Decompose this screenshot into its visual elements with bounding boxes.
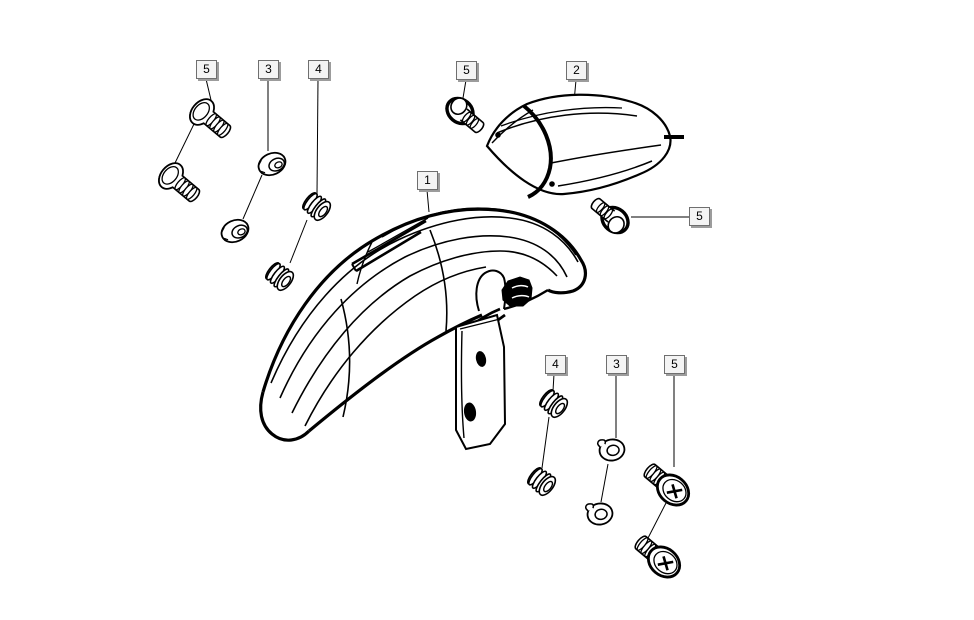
callout-3-topleft[interactable]: 3 [258,60,279,79]
flange-nut-top-2 [216,214,254,248]
grommet-top-2 [262,259,298,294]
bracket-hole-lower [463,402,477,422]
fender-pivot-bolt [501,276,533,307]
washer-screw-right [584,191,635,240]
callout-4-topleft[interactable]: 4 [308,60,329,79]
leader-lines [174,78,689,541]
grommet-bottom-1 [536,386,572,421]
callout-5-bottom[interactable]: 5 [664,355,685,374]
phillips-screw-bottom-2 [628,528,688,585]
callout-5-right[interactable]: 5 [689,207,710,226]
callout-3-bottom[interactable]: 3 [606,355,627,374]
front-fender-drawing [259,207,588,451]
phillips-screw-bottom-1 [637,456,697,513]
fender-bracket [455,313,507,451]
fender-front-tab [351,217,429,273]
mudflap-drawing [485,93,684,199]
pan-screw-top-1 [184,93,238,146]
fender-mount-boss [475,269,507,312]
grommet-top-1 [299,189,335,224]
clip-nut-bottom-2 [584,499,616,528]
callout-5-topleft[interactable]: 5 [196,60,217,79]
callout-1[interactable]: 1 [417,171,438,190]
grommet-bottom-2 [524,464,560,499]
bracket-hole-upper [475,351,487,367]
flange-nut-top-1 [253,147,291,181]
washer-screw-top [440,91,491,140]
callout-5-topcenter[interactable]: 5 [456,61,477,80]
callout-2[interactable]: 2 [566,61,587,80]
callout-4-bottom[interactable]: 4 [545,355,566,374]
pan-screw-top-2 [153,157,207,210]
clip-nut-bottom-1 [596,435,628,464]
